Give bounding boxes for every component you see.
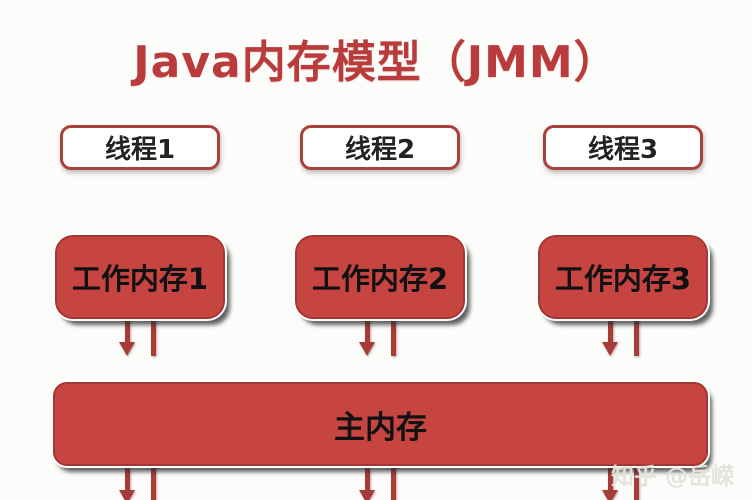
work-memory-1-box: 工作内存1 [55, 235, 225, 319]
thread-3-label: 线程3 [587, 135, 659, 165]
main-memory-box: 主内存 [53, 382, 708, 466]
down-arrow-icon [601, 454, 619, 500]
work-memory-3-label: 工作内存3 [554, 262, 692, 296]
down-arrow-icon [358, 454, 376, 500]
down-arrow-icon [118, 304, 136, 356]
thread-2-label: 线程2 [344, 135, 416, 165]
thread-column-2: 线程2 工作内存2 [295, 125, 465, 500]
thread-column-1: 线程1 工作内存1 [55, 125, 225, 500]
down-arrow-icon [601, 304, 619, 356]
diagram-title: Java内存模型（JMM） [133, 37, 619, 88]
thread-1-label: 线程1 [104, 135, 176, 165]
down-arrow-icon [118, 454, 136, 500]
watermark: 知乎 @岳嵘 [611, 464, 735, 490]
down-arrow-icon [358, 304, 376, 356]
thread-2-box: 线程2 [300, 125, 460, 170]
thread-1-box: 线程1 [60, 125, 220, 170]
work-memory-2-label: 工作内存2 [311, 262, 449, 296]
thread-column-3: 线程3 工作内存3 [538, 125, 708, 500]
thread-3-box: 线程3 [543, 125, 703, 170]
work-memory-2-box: 工作内存2 [295, 235, 465, 319]
work-memory-3-box: 工作内存3 [538, 235, 708, 319]
work-memory-1-label: 工作内存1 [71, 262, 209, 296]
main-memory-label: 主内存 [334, 409, 427, 446]
